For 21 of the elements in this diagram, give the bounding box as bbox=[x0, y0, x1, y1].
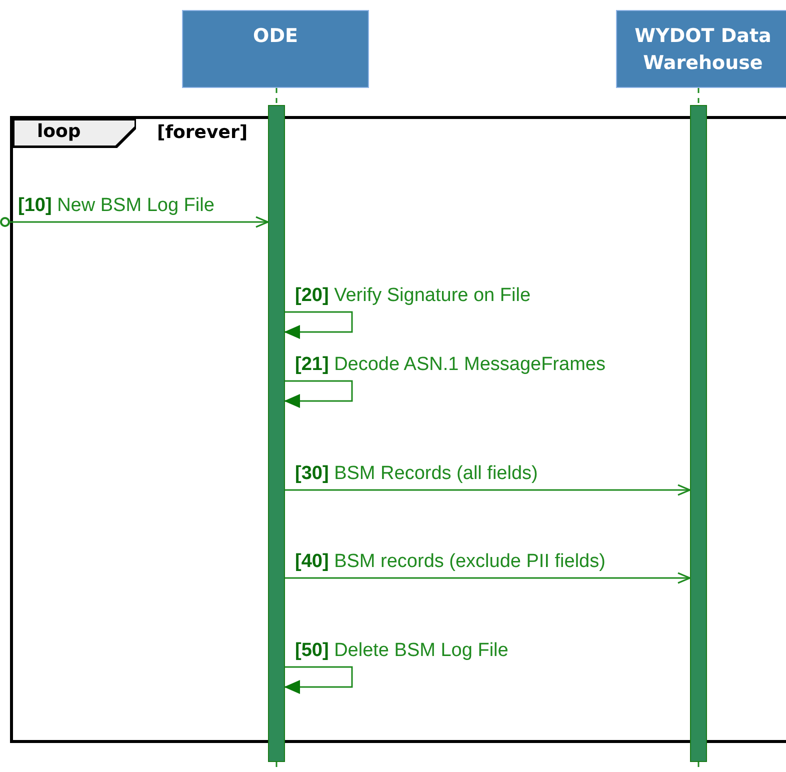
message-arrow bbox=[10, 216, 269, 228]
message-label: [40] BSM records (exclude PII fields) bbox=[295, 550, 606, 574]
lifeline bbox=[698, 88, 700, 105]
activation-bar bbox=[268, 105, 285, 762]
loop-tab: loop bbox=[13, 119, 136, 148]
participant-box: WYDOT Data Warehouse bbox=[616, 10, 786, 88]
lifeline bbox=[276, 88, 278, 105]
found-message-circle bbox=[0, 217, 10, 227]
participant-box: ODE bbox=[182, 10, 369, 88]
loop-condition: [forever] bbox=[157, 121, 248, 145]
message-arrow bbox=[285, 572, 691, 584]
message-label: [21] Decode ASN.1 MessageFrames bbox=[295, 353, 606, 377]
message-arrow bbox=[285, 484, 691, 496]
activation-bar bbox=[690, 105, 707, 762]
self-message-arrow bbox=[284, 380, 353, 408]
self-message-arrow bbox=[284, 311, 353, 339]
message-label: [30] BSM Records (all fields) bbox=[295, 462, 538, 486]
message-label: [50] Delete BSM Log File bbox=[295, 639, 508, 663]
message-label: [20] Verify Signature on File bbox=[295, 284, 531, 308]
self-message-arrow bbox=[284, 666, 353, 694]
message-label: [10] New BSM Log File bbox=[18, 194, 214, 218]
